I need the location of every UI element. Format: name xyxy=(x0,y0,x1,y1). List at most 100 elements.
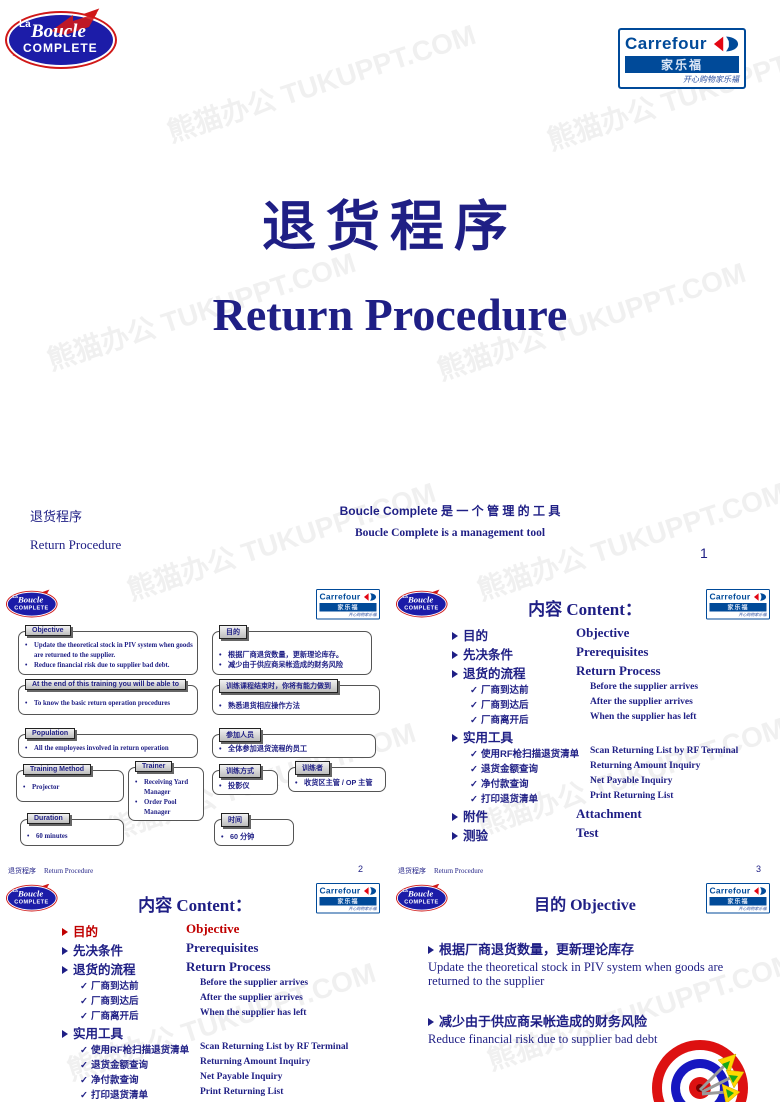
box-tab: Duration xyxy=(27,813,70,824)
item-cn: 实用工具 xyxy=(463,731,514,745)
box-tab: Population xyxy=(25,728,76,739)
dot-bullet-icon: • xyxy=(219,660,222,670)
boucle-la-text: La xyxy=(12,888,18,894)
bullet-text: 熟悉退货相应操作方法 xyxy=(228,701,300,710)
check-bullet-icon: ✓ xyxy=(470,715,478,726)
boucle-complete-logo: La Boucle COMPLETE xyxy=(6,882,58,911)
dot-bullet-icon: • xyxy=(25,700,28,707)
item-cn: 厂商到达后 xyxy=(90,996,139,1007)
page-number: 2 xyxy=(358,864,364,874)
item-en: Returning Amount Inquiry xyxy=(200,1057,311,1067)
carrefour-cn-text: 家乐福 xyxy=(337,898,359,905)
arrow-bullet-icon xyxy=(452,734,458,742)
dot-bullet-icon: • xyxy=(25,642,28,649)
carrefour-slogan-script: 开心购物家乐福 xyxy=(348,906,377,912)
carrefour-cn-text: 家乐福 xyxy=(727,604,749,611)
carrefour-slogan-script: 开心购物家乐福 xyxy=(738,906,767,912)
footer-title-en: Return Procedure xyxy=(44,867,94,875)
dot-bullet-icon: • xyxy=(219,781,222,790)
point-cn: 根据厂商退货数量，更新理论库存 xyxy=(439,942,635,957)
dot-bullet-icon: • xyxy=(135,798,138,806)
boucle-complete-text: COMPLETE xyxy=(404,898,439,905)
slide-3-content: La Boucle COMPLETE Carrefour 家乐福 开心购物家乐福… xyxy=(390,585,780,877)
item-cn: 目的 xyxy=(463,629,489,643)
carrefour-wordmark: Carrefour xyxy=(709,886,751,896)
boucle-complete-text: COMPLETE xyxy=(23,41,98,55)
footer-title-en: Return Procedure xyxy=(30,537,122,552)
item-en: Scan Returning List by RF Terminal xyxy=(200,1042,349,1052)
carrefour-logo: Carrefour 家乐福 开心购物家乐福 xyxy=(706,883,770,914)
check-bullet-icon: ✓ xyxy=(470,749,478,760)
box-tab: 目的 xyxy=(219,625,247,639)
item-cn: 厂商到达后 xyxy=(480,700,529,711)
dot-bullet-icon: • xyxy=(219,701,222,710)
item-cn: 测验 xyxy=(463,829,489,843)
carrefour-wordmark: Carrefour xyxy=(709,592,751,602)
item-en: When the supplier has left xyxy=(590,712,697,722)
carrefour-cn-text: 家乐福 xyxy=(337,604,359,611)
box-tab: 训练方式 xyxy=(219,764,261,778)
arrow-bullet-icon xyxy=(62,928,68,936)
carrefour-cn-bar: 家乐福 xyxy=(625,56,739,73)
check-bullet-icon: ✓ xyxy=(80,996,88,1007)
boucle-name-text: Boucle xyxy=(407,595,434,606)
dot-bullet-icon: • xyxy=(221,832,224,841)
boucle-statement-cn: Boucle Complete 是 一 个 管 理 的 工 具 xyxy=(339,504,561,518)
bullet-text: Receiving Yard Manager xyxy=(144,779,189,796)
carrefour-logo: Carrefour 家乐福 开心购物家乐福 xyxy=(618,28,746,89)
page-number: 3 xyxy=(756,864,762,874)
arrow-bullet-icon xyxy=(452,632,458,640)
item-cn: 目的 xyxy=(73,925,99,939)
check-bullet-icon: ✓ xyxy=(470,685,478,696)
item-en: After the supplier arrives xyxy=(200,993,303,1003)
bullet-text: 60 分钟 xyxy=(230,832,255,841)
check-bullet-icon: ✓ xyxy=(470,779,478,790)
carrefour-logo: Carrefour 家乐福 开心购物家乐福 xyxy=(706,589,770,620)
carrefour-wordmark: Carrefour xyxy=(319,886,361,896)
boucle-la-text: La xyxy=(402,888,408,894)
bullet-text: Reduce financial risk due to supplier ba… xyxy=(34,661,170,669)
boucle-arrow-overlay-icon xyxy=(51,13,97,35)
item-en: When the supplier has left xyxy=(200,1008,307,1018)
dot-bullet-icon: • xyxy=(219,650,222,659)
item-cn: 厂商离开后 xyxy=(480,715,529,726)
carrefour-cn-text: 家乐福 xyxy=(727,898,749,905)
box-tab: At the end of this training you will be … xyxy=(25,679,187,690)
carrefour-slogan-script: 开心购物家乐福 xyxy=(738,612,767,618)
point-cn: 减少由于供应商呆帐造成的财务风险 xyxy=(439,1013,648,1029)
item-en: Prerequisites xyxy=(576,644,649,659)
arrow-bullet-icon xyxy=(428,1017,434,1026)
bullet-text: All the employees involved in return ope… xyxy=(34,745,169,752)
slide-1-title: La Boucle COMPLETE Carrefour 家乐福 开心购物家乐福… xyxy=(7,5,746,561)
dot-bullet-icon: • xyxy=(27,833,30,840)
check-bullet-icon: ✓ xyxy=(470,700,478,711)
box-tab: 时间 xyxy=(221,813,249,827)
item-en: Objective xyxy=(186,921,240,936)
box-tab: Objective xyxy=(25,625,71,636)
item-cn: 先决条件 xyxy=(73,944,124,958)
item-cn: 实用工具 xyxy=(73,1027,124,1041)
item-cn: 退货金额查询 xyxy=(90,1060,148,1071)
item-en: Return Process xyxy=(576,663,661,678)
boucle-oval xyxy=(7,13,115,67)
arrow-bullet-icon xyxy=(452,832,458,840)
bullet-text: 减少由于供应商呆帐造成的财务风险 xyxy=(228,660,344,670)
item-cn: 厂商到达前 xyxy=(480,685,529,696)
item-cn: 厂商离开后 xyxy=(90,1011,139,1022)
boucle-complete-logo: La Boucle COMPLETE xyxy=(396,882,448,911)
item-en: Before the supplier arrives xyxy=(200,978,309,988)
footer-title-en: Return Procedure xyxy=(434,867,484,875)
boucle-name-text: Boucle xyxy=(407,889,434,900)
item-cn: 退货的流程 xyxy=(73,963,136,977)
